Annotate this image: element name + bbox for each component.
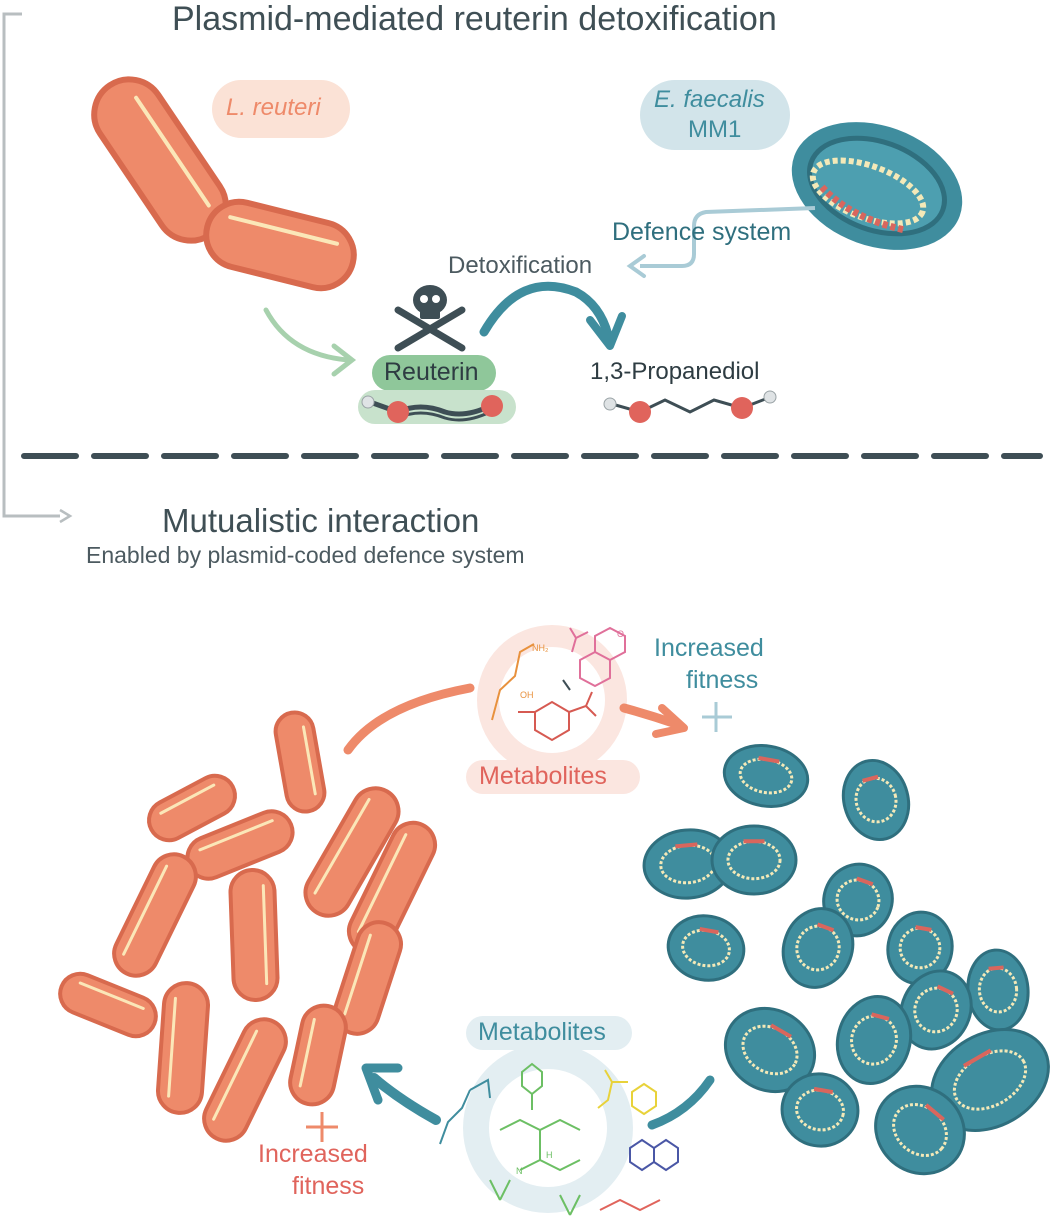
e-faecalis-cell [780, 1072, 860, 1148]
e-faecalis-cell [930, 1028, 1050, 1132]
detoxification-arrow [479, 281, 613, 340]
e-faecalis-cell [791, 122, 963, 250]
metabolites-to-lacto-arrow-head [361, 1063, 403, 1105]
lacto-to-metabolites-arc [343, 683, 475, 755]
panel-bracket [2, 12, 73, 524]
l-reuteri-cell-pair [91, 76, 357, 292]
e-faecalis-strain-label: MM1 [688, 116, 742, 143]
metabolites-bottom-label: Metabolites [478, 1018, 606, 1046]
l-reuteri-cell [273, 710, 327, 814]
e-faecalis-cell [722, 744, 810, 808]
increased-fitness-top-line1: Increased [654, 634, 764, 662]
l-reuteri-cell [228, 868, 280, 1002]
production-arrow-head [331, 343, 357, 377]
propanediol-molecule [603, 390, 777, 423]
l-reuteri-cell [147, 773, 237, 843]
e-faecalis-cell [710, 824, 798, 896]
l-reuteri-cell [333, 920, 403, 1036]
e-faecalis-cell [666, 914, 746, 982]
metabolites-top-glow [477, 625, 627, 775]
e-faecalis-cell [835, 994, 913, 1086]
plasmid-icon [809, 157, 927, 227]
l-reuteri-cell [112, 852, 198, 978]
bottom-panel-subtitle: Enabled by plasmid-coded defence system [86, 542, 525, 568]
bottom-panel-title: Mutualistic interaction [162, 502, 480, 539]
plus-icon-bottom [306, 1112, 338, 1142]
e-faecalis-cluster [642, 744, 1050, 1176]
top-panel-title: Plasmid-mediated reuterin detoxification [172, 0, 777, 38]
metabolites-to-lacto-arrow [369, 1073, 441, 1125]
skull-crossbones-icon [394, 285, 466, 352]
atom-label-n: N [516, 1166, 523, 1176]
defence-system-arrow [640, 206, 816, 268]
l-reuteri-cell [156, 981, 210, 1115]
e-faecalis-cell [781, 907, 855, 989]
metabolites-to-ef-arrow-head [652, 704, 688, 738]
production-arrow [263, 307, 351, 363]
l-reuteri-cell [202, 1017, 288, 1143]
e-faecalis-cell [966, 948, 1030, 1032]
defence-gene-icon [819, 184, 906, 234]
atom-label-oh: OH [520, 690, 534, 700]
l-reuteri-cell [58, 971, 158, 1039]
atom-label-h: H [546, 1150, 553, 1160]
detoxification-arrow-head [586, 312, 626, 350]
reuterin-label: Reuterin [384, 358, 479, 386]
l-reuteri-label-bg [212, 80, 350, 138]
metabolites-bottom-label-bg [466, 1016, 632, 1050]
e-faecalis-cell [899, 969, 973, 1051]
atom-label-o: O [617, 629, 625, 639]
l-reuteri-label: L. reuteri [226, 94, 321, 121]
l-reuteri-cluster [58, 710, 438, 1143]
e-faecalis-cell [723, 1006, 817, 1094]
e-faecalis-label-bg [640, 80, 790, 150]
reuterin-label-bg [372, 355, 496, 391]
metabolites-top-label-bg [466, 760, 640, 794]
metabolites-to-ef-arrow [619, 703, 681, 729]
reuterin-molecule [358, 390, 516, 424]
increased-fitness-top-line2: fitness [686, 666, 759, 694]
metabolites-top-label: Metabolites [479, 762, 607, 790]
increased-fitness-bottom-line2: fitness [292, 1172, 365, 1200]
metabolite-top-molecules [491, 626, 626, 742]
l-reuteri-cell [288, 1003, 348, 1107]
defence-system-arrow-head [626, 254, 646, 278]
e-faecalis-cell [886, 910, 954, 986]
plus-icon-top [702, 702, 732, 732]
e-faecalis-cell [841, 758, 911, 842]
e-faecalis-label: E. faecalis [654, 86, 765, 113]
metabolites-bottom-glow [463, 1043, 633, 1213]
e-faecalis-cell [874, 1084, 966, 1176]
increased-fitness-bottom-line1: Increased [258, 1140, 368, 1168]
propanediol-label: 1,3-Propanediol [590, 358, 760, 385]
detoxification-label: Detoxification [448, 252, 593, 279]
atom-label-nh2: NH₂ [532, 643, 549, 653]
ef-to-metabolites-arc [647, 1075, 715, 1130]
defence-system-label: Defence system [612, 218, 792, 246]
metabolite-bottom-molecules [439, 1062, 679, 1216]
l-reuteri-cell [303, 786, 401, 918]
